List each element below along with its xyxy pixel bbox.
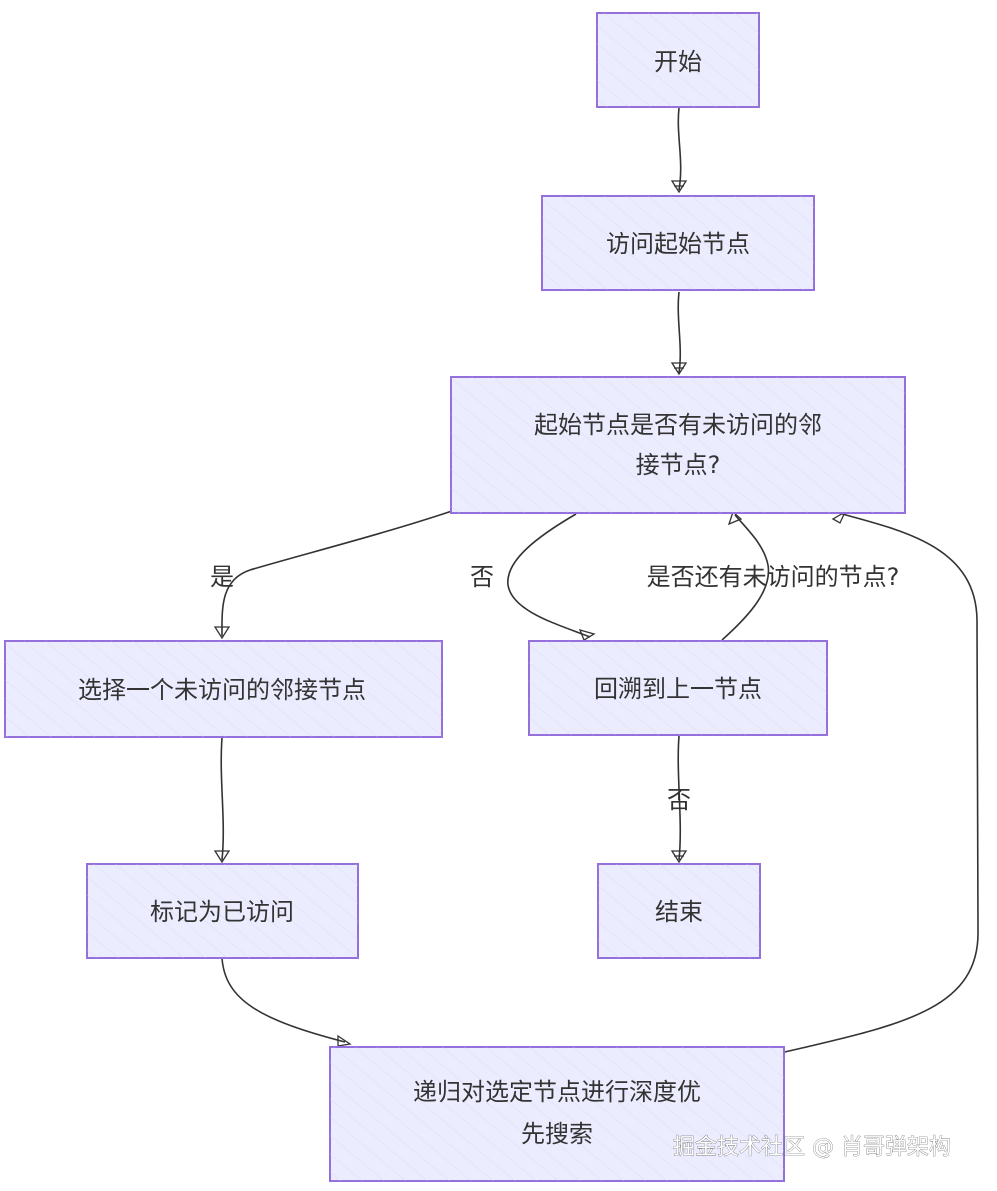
edges bbox=[213, 107, 979, 1053]
node-recurse-line2: 先搜索 bbox=[521, 1120, 593, 1148]
arrowhead-select bbox=[213, 626, 231, 640]
edge-backtrack-to-end bbox=[677, 735, 682, 861]
edge-start-to-visit bbox=[677, 107, 682, 191]
node-has-unvisited-line1: 起始节点是否有未访问的邻 bbox=[534, 411, 822, 439]
node-mark-visited: 标记为已访问 bbox=[86, 863, 359, 959]
edge-mark-to-recurse bbox=[221, 957, 346, 1043]
node-end-label: 结束 bbox=[655, 898, 703, 926]
node-start-label: 开始 bbox=[654, 48, 702, 76]
edge-recurse-to-check bbox=[784, 511, 979, 1053]
arrowhead-end bbox=[670, 850, 688, 864]
edge-label-still-unvisited: 是否还有未访问的节点? bbox=[647, 563, 900, 591]
arrowhead-visit bbox=[670, 180, 688, 194]
node-visit-start: 访问起始节点 bbox=[541, 195, 815, 291]
node-mark-visited-label: 标记为已访问 bbox=[150, 898, 294, 926]
edge-backtrack-to-check bbox=[721, 514, 770, 641]
edge-select-to-mark bbox=[220, 737, 225, 861]
edge-labels: 是 否 是否还有未访问的节点? 否 bbox=[210, 563, 899, 814]
edge-label-yes: 是 bbox=[210, 563, 234, 591]
arrowhead-backtrack bbox=[578, 629, 596, 641]
edge-label-no-end: 否 bbox=[667, 786, 691, 814]
edge-yes-to-select bbox=[221, 510, 453, 637]
edge-no-to-backtrack bbox=[507, 513, 591, 638]
arrowhead-check bbox=[670, 362, 688, 376]
node-backtrack: 回溯到上一节点 bbox=[528, 640, 828, 736]
arrowhead-check-from-recurse bbox=[831, 510, 847, 524]
node-visit-start-label: 访问起始节点 bbox=[606, 230, 750, 258]
arrowhead-mark bbox=[213, 850, 231, 864]
node-start: 开始 bbox=[596, 12, 760, 108]
node-backtrack-label: 回溯到上一节点 bbox=[594, 675, 762, 703]
node-has-unvisited-line2: 接节点? bbox=[636, 451, 721, 479]
node-recurse-line1: 递归对选定节点进行深度优 bbox=[413, 1078, 701, 1106]
node-select-neighbor: 选择一个未访问的邻接节点 bbox=[4, 640, 443, 738]
edge-label-no: 否 bbox=[470, 563, 494, 591]
node-select-neighbor-label: 选择一个未访问的邻接节点 bbox=[78, 676, 366, 704]
arrowhead-recurse bbox=[337, 1034, 352, 1047]
edge-visit-to-check bbox=[677, 291, 682, 374]
node-recurse: 递归对选定节点进行深度优 先搜索 bbox=[329, 1046, 785, 1182]
arrowhead-check-from-backtrack bbox=[727, 510, 743, 526]
watermark: 掘金技术社区 @ 肖哥弹架构 bbox=[673, 1135, 951, 1160]
node-end: 结束 bbox=[597, 863, 761, 959]
node-has-unvisited: 起始节点是否有未访问的邻 接节点? bbox=[450, 376, 906, 514]
